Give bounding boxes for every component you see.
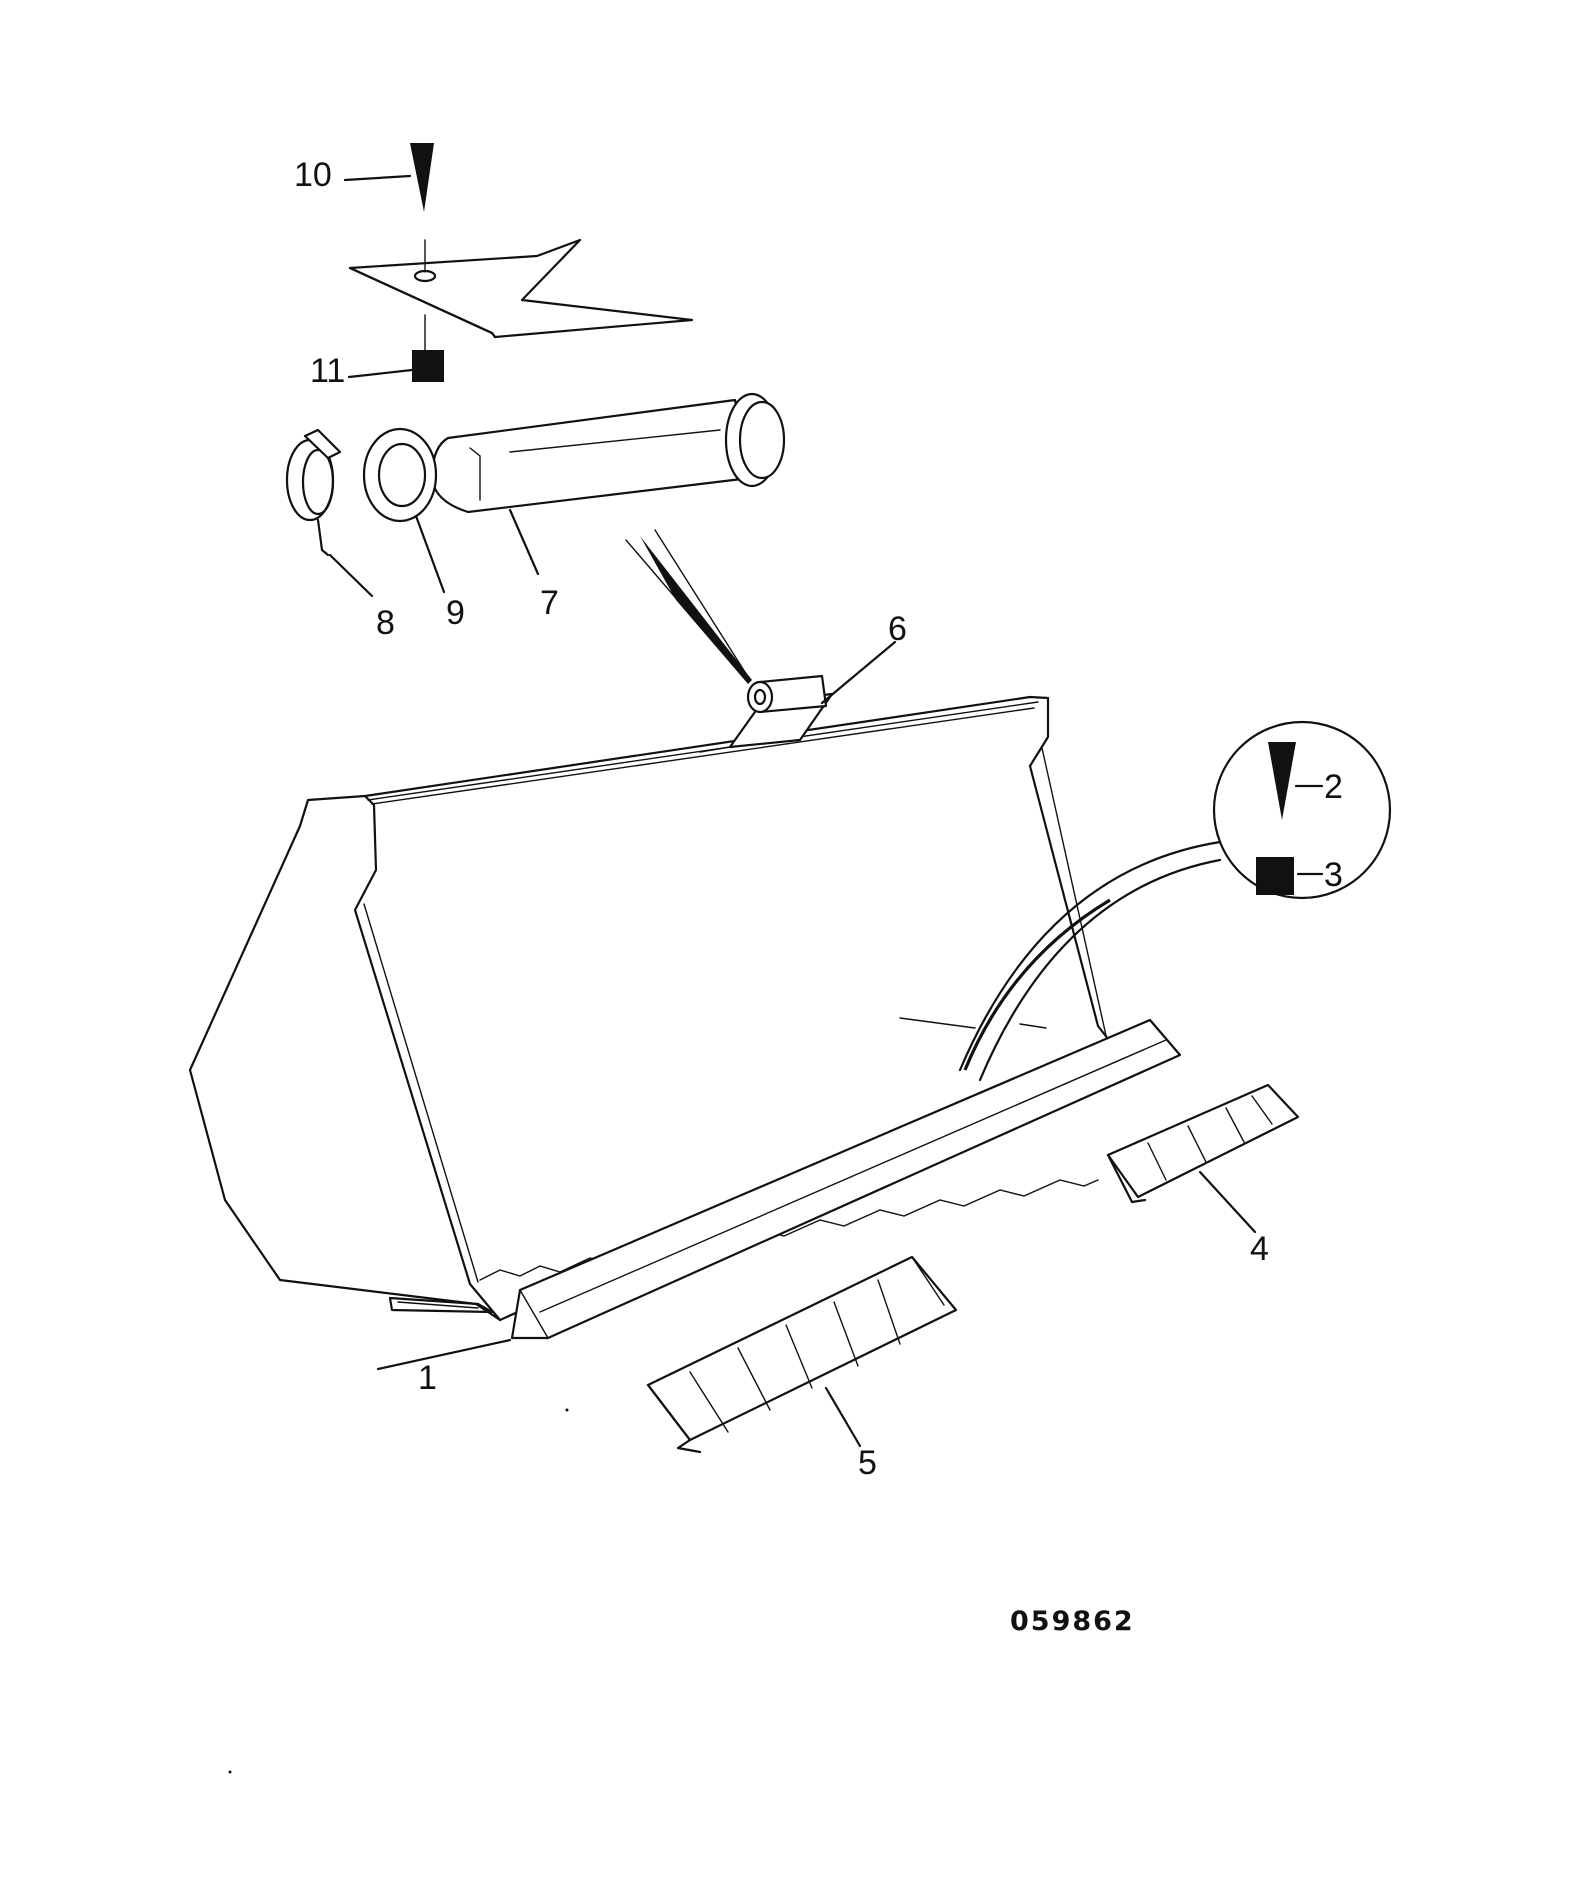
cutting-edge-part (510, 1018, 1182, 1340)
bucket-body (188, 695, 1114, 1322)
callout-10: 10 (294, 156, 332, 194)
leader-lines (328, 174, 1324, 1448)
callout-1: 1 (418, 1359, 437, 1397)
wear-strip-small-part (1106, 1083, 1300, 1204)
callout-7: 7 (540, 584, 559, 622)
linch-pin-clip-part (285, 428, 342, 557)
detail-circle (958, 720, 1392, 1082)
drawing-number: 059862 (1010, 1606, 1135, 1637)
callout-11: 11 (310, 352, 345, 390)
washer-part (362, 427, 438, 523)
wedge-arrow-icon (1268, 742, 1296, 820)
wear-strip-large-part (646, 1255, 958, 1454)
callout-6: 6 (888, 610, 907, 648)
callout-9: 9 (446, 594, 465, 632)
mounting-plate-part (348, 238, 694, 361)
square-nut-icon (412, 350, 444, 382)
callout-3: 3 (1324, 856, 1343, 894)
scan-speck (228, 1770, 232, 1774)
wedge-arrow-icon (410, 143, 434, 212)
callout-2: 2 (1324, 768, 1343, 806)
callout-5: 5 (858, 1444, 877, 1482)
callout-8: 8 (376, 604, 395, 642)
hinge-pointer (625, 529, 752, 684)
scan-speck (565, 1408, 569, 1412)
pivot-pin-part (430, 392, 786, 514)
callout-4: 4 (1250, 1230, 1269, 1268)
